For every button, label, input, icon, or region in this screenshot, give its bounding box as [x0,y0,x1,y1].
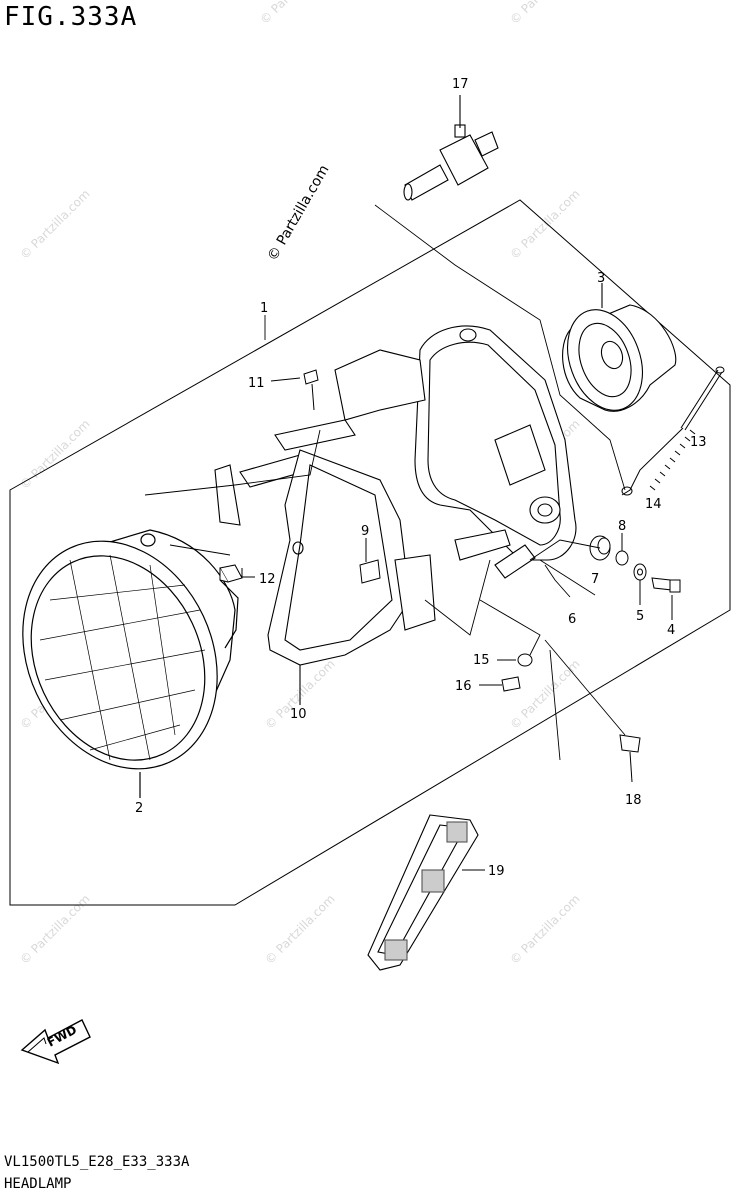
callout-4: 4 [667,623,675,638]
callout-7: 7 [591,572,599,587]
callout-10: 10 [290,707,307,722]
pin-16-icon [479,676,521,692]
adjusting-screw-icon [621,366,725,496]
watermark: © Partzilla.com [262,892,337,967]
bulb-icon [403,95,499,201]
assembly-outline [9,199,731,906]
callout-14: 14 [645,497,662,512]
callout-3: 3 [597,271,605,286]
watermark: © Partzilla.com [507,892,582,967]
fwd-arrow-icon: FWD [20,1019,91,1065]
figure-title: FIG.333A [4,2,138,32]
watermark: © Partzilla.com [17,892,92,967]
callout-13: 13 [690,435,707,450]
screw-icon [270,369,319,411]
washer-icon [633,563,647,605]
watermark: © Partzilla.com [17,187,92,262]
bolt-icon [651,577,681,620]
reflector-housing-icon [562,283,677,412]
callout-6: 6 [568,612,576,627]
headlamp-unit-icon [22,529,239,798]
headlamp-case-icon [334,325,577,579]
callout-2: 2 [135,801,143,816]
callout-8: 8 [618,519,626,534]
watermark: © Partzilla.com [17,417,92,492]
callout-5: 5 [636,609,644,624]
collar-icon [615,533,629,566]
callout-11: 11 [248,376,265,391]
leader-lines [144,204,626,761]
callout-19: 19 [488,864,505,879]
watermark: © Partzilla.com [257,0,332,27]
copyright-label: © Partzilla.com [265,162,333,264]
callout-15: 15 [473,653,490,668]
callout-18: 18 [625,793,642,808]
clip-icon [359,538,381,584]
callout-9: 9 [361,524,369,539]
mounting-bracket-icon [214,419,436,705]
callout-1: 1 [260,301,268,316]
watermark: © Partzilla.com [507,187,582,262]
callout-12: 12 [259,572,276,587]
callout-16: 16 [455,679,472,694]
watermark: © Partzilla.com [507,0,582,27]
nut-icon [219,564,255,583]
figure-code: VL1500TL5_E28_E33_333A [4,1154,190,1170]
callout-labels: 1 2 3 4 5 6 7 8 9 10 11 12 13 14 15 16 1… [135,77,707,879]
figure-name: HEADLAMP [4,1176,72,1192]
callout-17: 17 [452,77,469,92]
screw-18-icon [619,734,641,783]
nut-15-icon [497,653,533,667]
side-reflector-icon [367,814,485,971]
